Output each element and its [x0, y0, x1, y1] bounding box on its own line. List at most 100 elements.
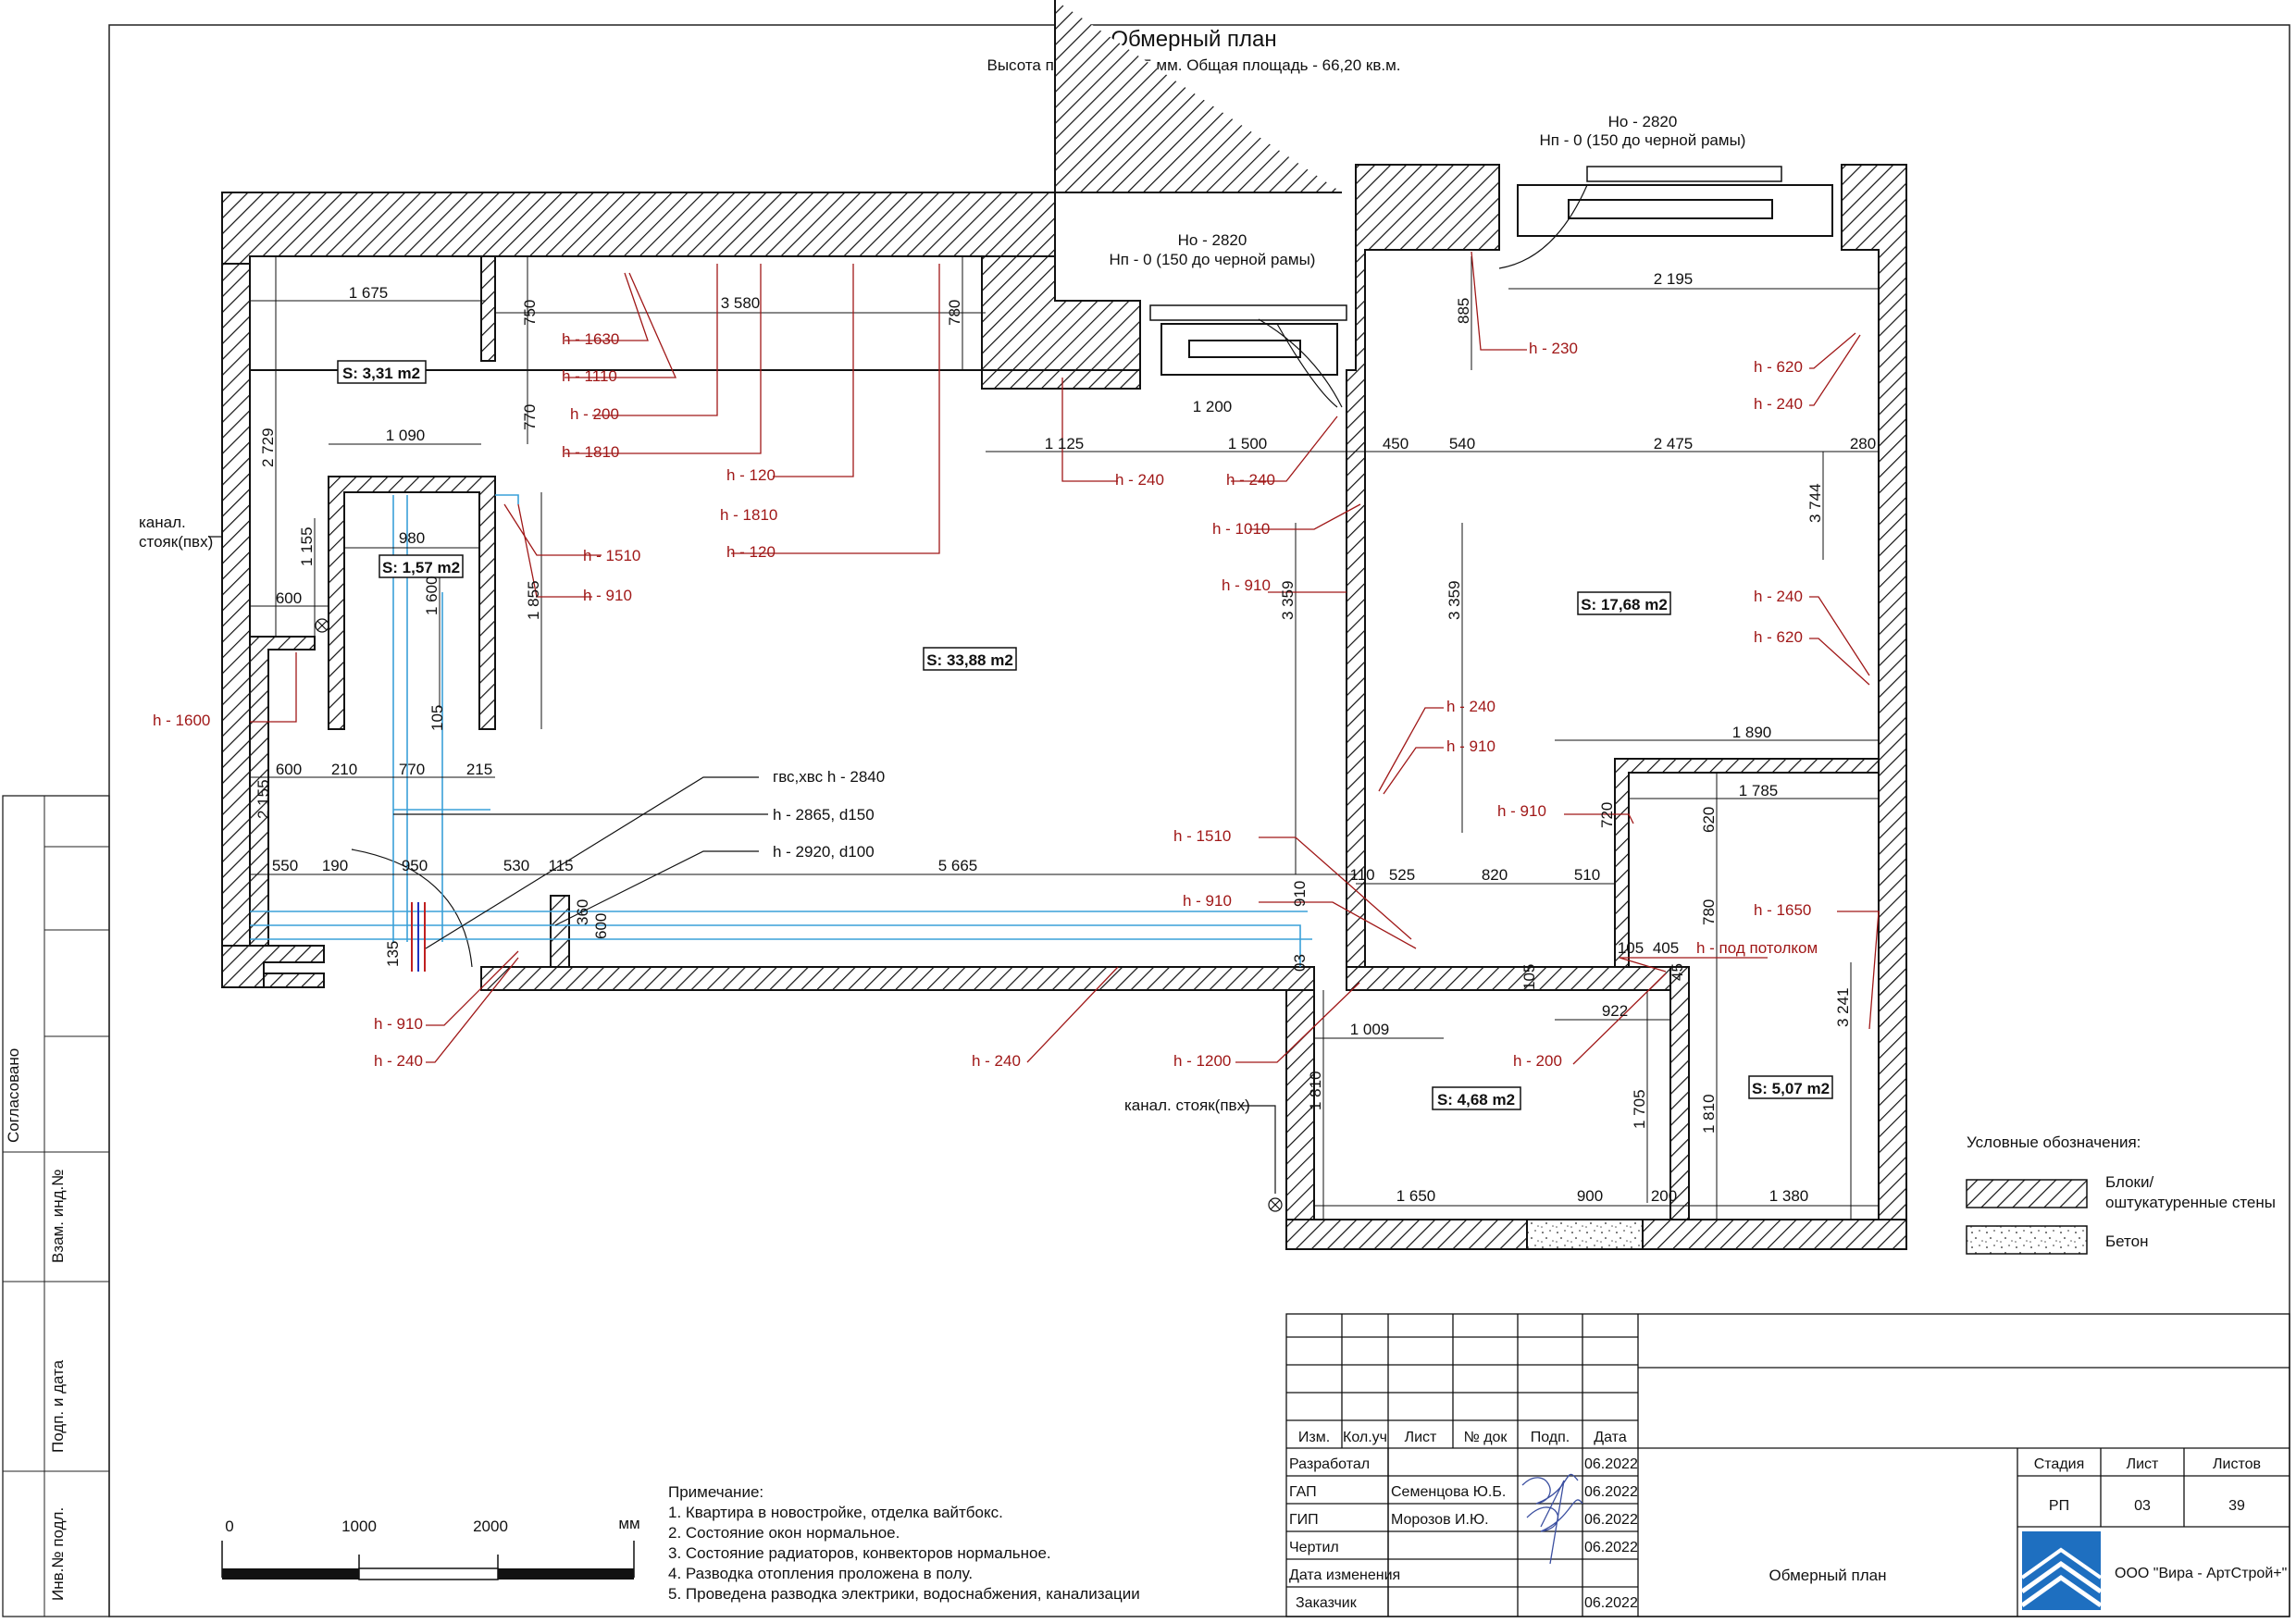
window-2-ho: Но - 2820 — [1608, 113, 1678, 130]
window-2-hn: Нп - 0 (150 до черной рамы) — [1540, 131, 1746, 149]
company-logo-icon — [2020, 1531, 2103, 1610]
notes-heading: Примечание: — [668, 1483, 763, 1501]
height-label: h - 1510 — [1173, 827, 1231, 845]
height-label: h - 1200 — [1173, 1052, 1231, 1070]
scale-tick-0: 0 — [225, 1518, 233, 1535]
tb-stage-header: Стадия — [2034, 1456, 2085, 1472]
height-label: h - 240 — [1115, 471, 1164, 489]
dimension-label: 950 — [402, 857, 428, 874]
window-1-ho: Но - 2820 — [1178, 231, 1247, 249]
dimension-label: 1 155 — [298, 527, 316, 566]
stamp-signature-date: Подп. и дата — [49, 1359, 67, 1453]
riser-label-left-2: стояк(пвх) — [139, 533, 213, 551]
room-area-2: S: 1,57 m2 — [382, 559, 460, 576]
dimension-label: 770 — [521, 404, 539, 430]
tb-stage: РП — [2049, 1498, 2069, 1514]
window-1-hn: Нп - 0 (150 до черной рамы) — [1110, 251, 1316, 268]
dimension-label: 1 200 — [1193, 398, 1233, 415]
tb-name: Семенцова Ю.Б. — [1391, 1484, 1506, 1500]
dimension-label: 530 — [503, 857, 529, 874]
dimension-label: 525 — [1389, 866, 1415, 884]
tb-header-sign: Подп. — [1531, 1430, 1570, 1445]
dimension-label: 450 — [1383, 435, 1409, 452]
dimension-label: 540 — [1449, 435, 1475, 452]
title-block-text: Изм. Кол.уч Лист № док Подп. Дата Разраб… — [1289, 1430, 2287, 1611]
height-label: h - 200 — [570, 405, 619, 423]
plan-title: Обмерный план — [1111, 27, 1276, 52]
dimension-label: 550 — [272, 857, 298, 874]
side-stamp: Согласовано Взам. инд.№ Подп. и дата Инв… — [2, 795, 110, 1617]
pipe-label-3: h - 2920, d100 — [773, 843, 875, 861]
window-unit-middle — [1149, 304, 1347, 408]
tb-name: Морозов И.Ю. — [1391, 1512, 1489, 1528]
tb-date: 06.2022 — [1584, 1595, 1638, 1611]
height-label: h - 1650 — [1754, 901, 1811, 919]
room-area-4: S: 17,68 m2 — [1581, 596, 1668, 613]
room-area-1: S: 3,31 m2 — [342, 365, 420, 382]
height-label: h - под потолком — [1696, 939, 1818, 957]
tb-sheets: 39 — [2228, 1498, 2245, 1514]
height-label: h - 240 — [1226, 471, 1275, 489]
height-label: h - 120 — [726, 466, 776, 484]
dimension-label: 135 — [384, 941, 402, 967]
height-label: h - 120 — [726, 543, 776, 561]
tb-sheet-name: Обмерный план — [1769, 1567, 1887, 1584]
dimension-label: 215 — [466, 761, 492, 778]
height-label: h - 1510 — [583, 547, 640, 564]
dimension-label: 885 — [1455, 298, 1472, 324]
signatures — [1521, 1473, 1583, 1565]
dimension-label: 1 855 — [525, 580, 542, 620]
dimension-label: 1 380 — [1769, 1187, 1809, 1205]
height-label: h - 910 — [374, 1015, 423, 1033]
height-label: h - 240 — [972, 1052, 1021, 1070]
window-unit-right — [1498, 166, 1833, 269]
dimension-lines — [250, 256, 1879, 1220]
dimension-label: 1 785 — [1739, 782, 1779, 799]
notes: Примечание: 1. Квартира в новостройке, о… — [668, 1483, 1140, 1603]
height-label: h - 910 — [1446, 737, 1496, 755]
height-label: h - 1810 — [562, 443, 619, 461]
dimension-label: 360 — [574, 899, 591, 925]
tb-header-date: Дата — [1594, 1430, 1627, 1445]
tb-sheet-header: Лист — [2127, 1456, 2159, 1472]
legend-concrete-swatch — [1966, 1225, 2088, 1255]
tb-header-sheet: Лист — [1405, 1430, 1437, 1445]
note-line: 4. Разводка отопления проложена в полу. — [668, 1565, 973, 1582]
note-line: 2. Состояние окон нормальное. — [668, 1524, 900, 1542]
legend-heading: Условные обозначения: — [1967, 1134, 2141, 1151]
dimension-label: 1 810 — [1307, 1071, 1324, 1110]
dimension-label: 1 600 — [423, 576, 441, 615]
legend-concrete-label: Бетон — [2105, 1233, 2148, 1250]
annotation-leaders — [250, 251, 1880, 1065]
stamp-inv-original: Инв.№ подл. — [49, 1507, 67, 1601]
dimension-label: 600 — [276, 589, 302, 607]
tb-company: ООО "Вира - АртСтрой+" — [2115, 1566, 2287, 1581]
note-line: 3. Состояние радиаторов, конвекторов нор… — [668, 1544, 1051, 1562]
height-label: h - 200 — [1513, 1052, 1562, 1070]
dimension-label: 750 — [521, 300, 539, 326]
dimension-label: 770 — [399, 761, 425, 778]
heating-pipes — [411, 902, 426, 972]
dimension-label: 45 — [1669, 963, 1686, 981]
height-label: h - 1010 — [1212, 520, 1270, 538]
dimension-label: 820 — [1482, 866, 1508, 884]
dimension-label: 3 744 — [1806, 483, 1824, 523]
room-area-5: S: 4,68 m2 — [1437, 1091, 1515, 1109]
dimension-label: 780 — [1700, 899, 1718, 925]
room-labels: S: 3,31 m2 S: 1,57 m2 S: 33,88 m2 S: 17,… — [337, 360, 1833, 1110]
scale-bar: 0 1000 2000 мм — [221, 1515, 640, 1580]
tb-header-count: Кол.уч — [1343, 1430, 1387, 1445]
dimension-label: 3 359 — [1446, 580, 1463, 620]
dimension-label: 115 — [548, 857, 573, 874]
dimension-label: 720 — [1598, 802, 1616, 828]
height-label: h - 1600 — [153, 712, 210, 729]
tb-role: Разработал — [1289, 1456, 1370, 1472]
height-label: h - 620 — [1754, 628, 1803, 646]
tb-role: ГИП — [1289, 1512, 1319, 1528]
note-line: 1. Квартира в новостройке, отделка вайтб… — [668, 1504, 1003, 1521]
legend-hatch-label-2: оштукатуренные стены — [2105, 1194, 2276, 1211]
legend-hatch-swatch — [1966, 1179, 2088, 1208]
tb-role: ГАП — [1289, 1484, 1317, 1500]
dimension-label: 1 009 — [1350, 1021, 1390, 1038]
